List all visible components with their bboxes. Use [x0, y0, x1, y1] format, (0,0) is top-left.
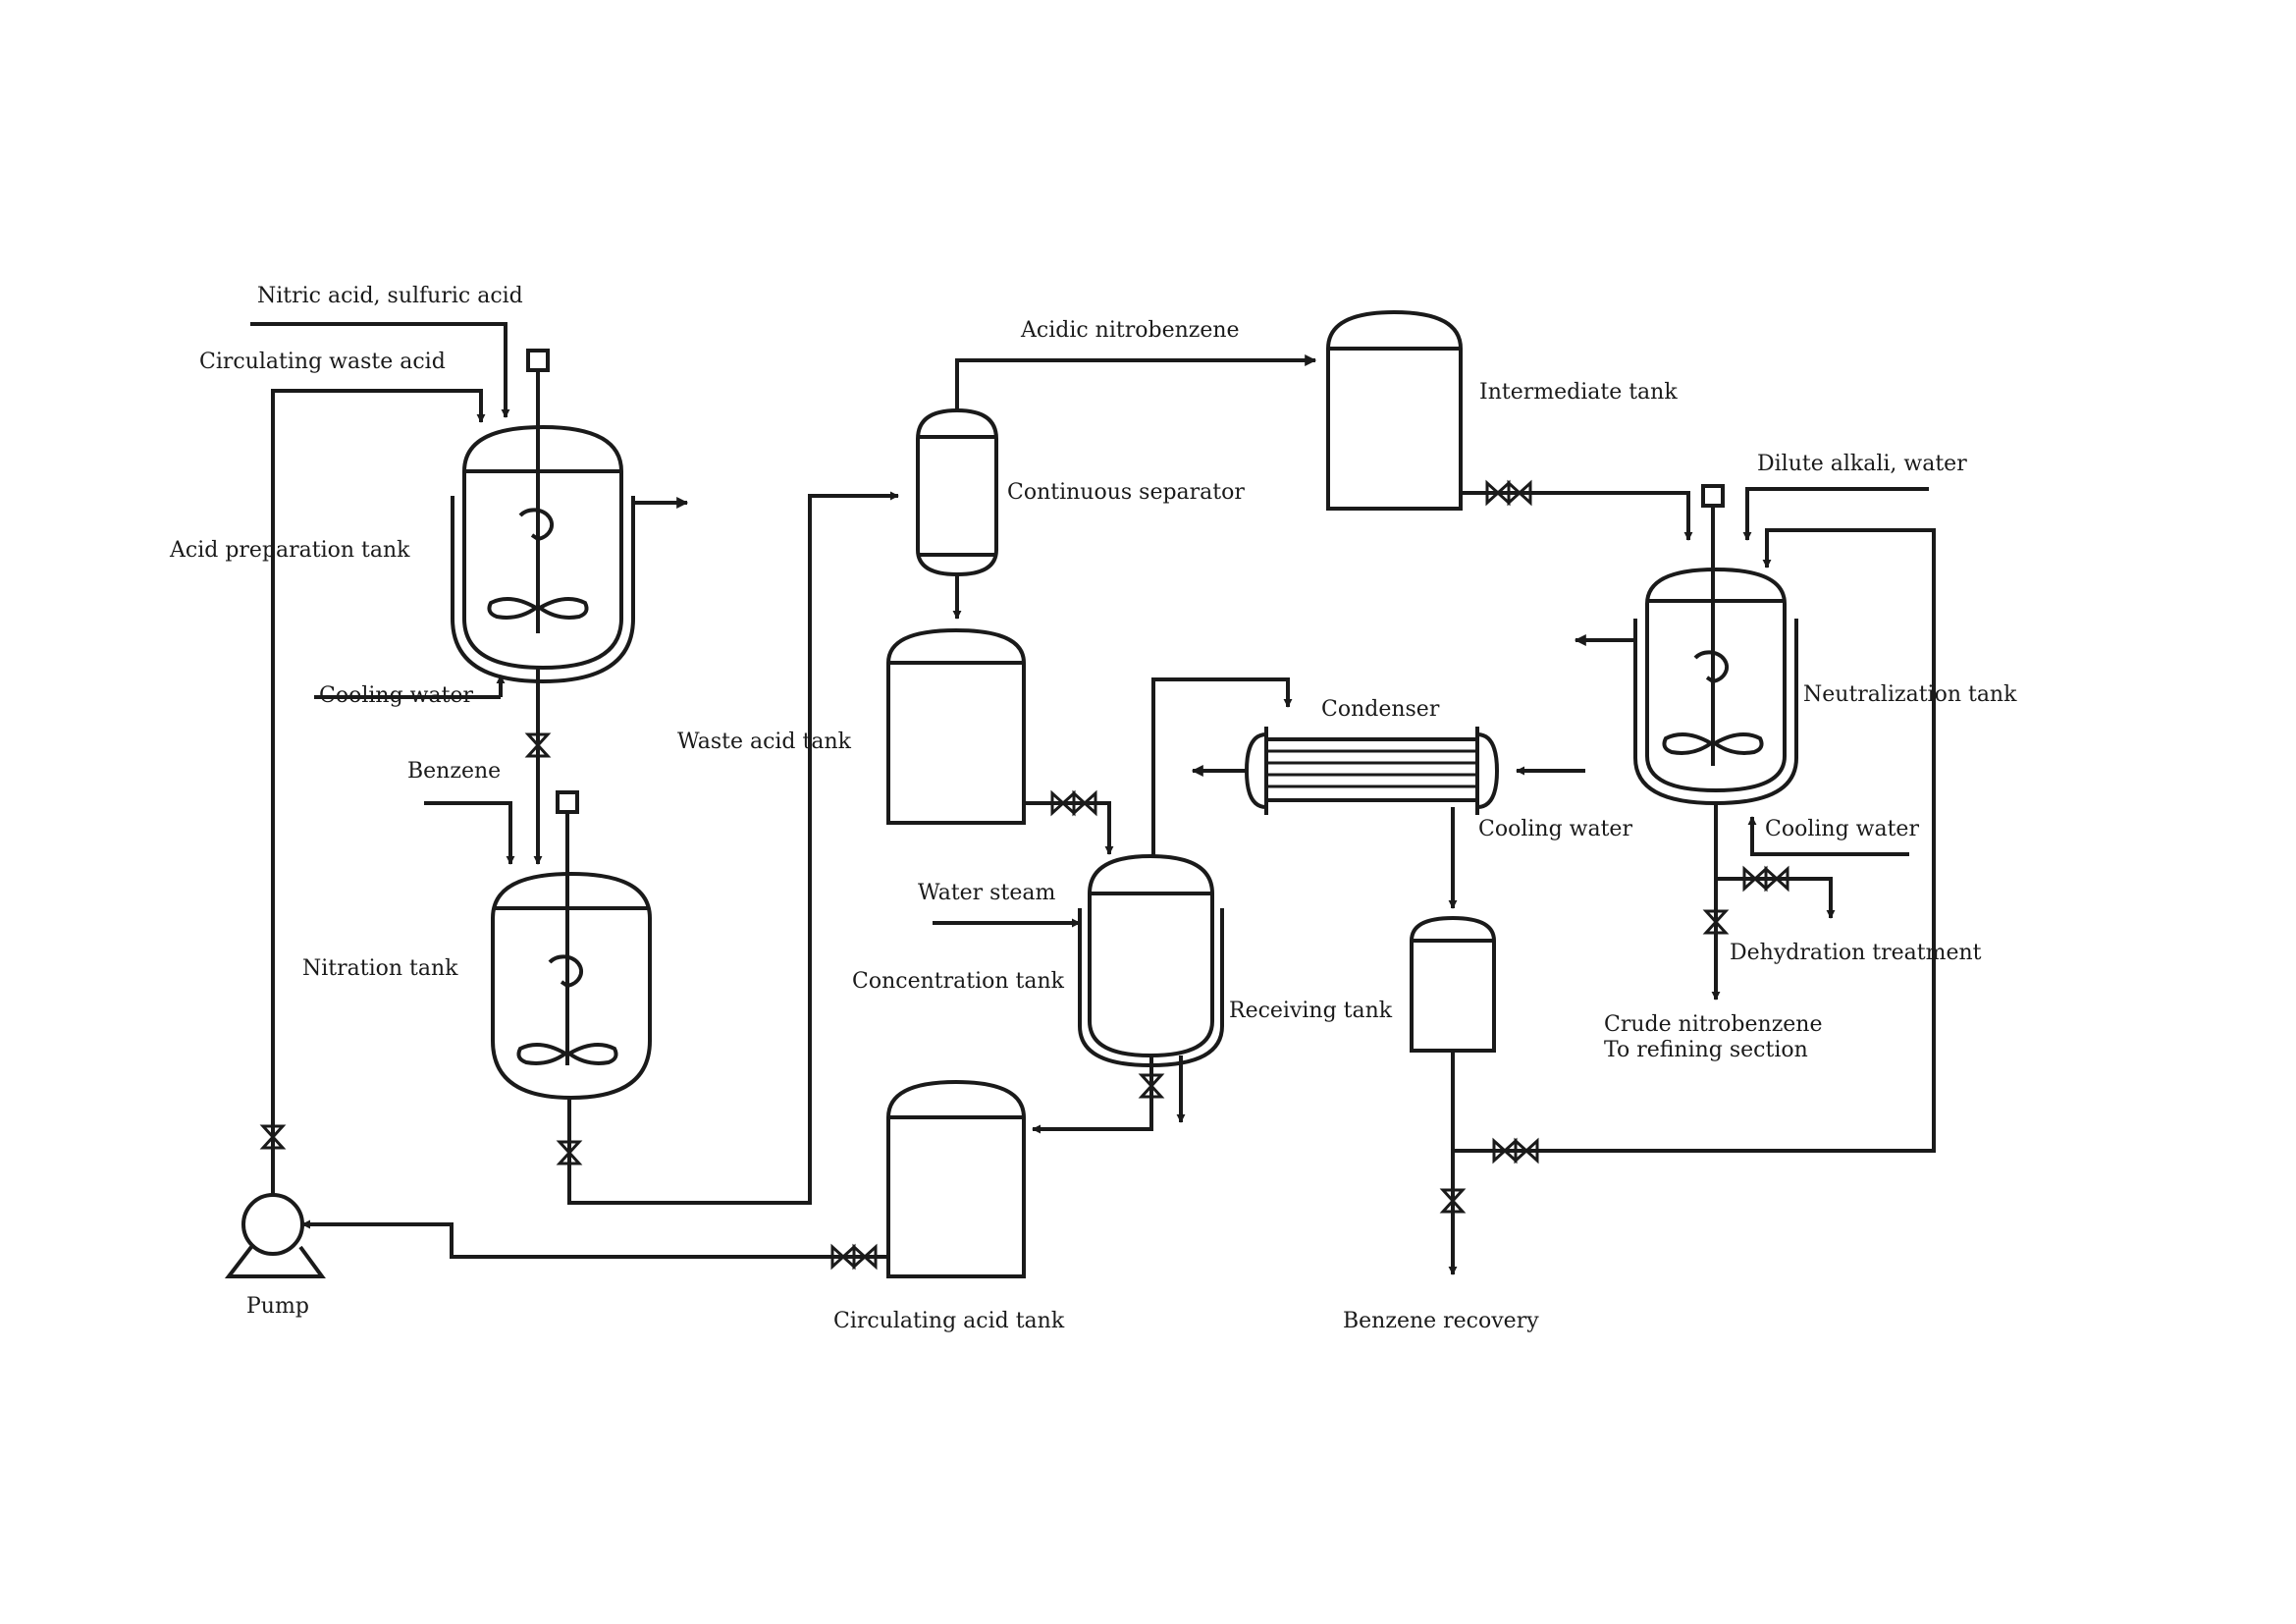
label-waste-acid-tank: Waste acid tank: [677, 730, 851, 754]
receiving-tank: [1410, 528, 1936, 1275]
label-pump: Pump: [246, 1294, 309, 1319]
label-water-steam: Water steam: [918, 881, 1056, 905]
label-dilute-alkali-water: Dilute alkali, water: [1757, 452, 1967, 476]
label-acidic-nitrobenzene: Acidic nitrobenzene: [1021, 318, 1240, 343]
label-circulating-waste-acid: Circulating waste acid: [199, 350, 446, 374]
nitration-to-separator-line: [556, 491, 899, 1205]
concentration-tank: [933, 677, 1293, 1134]
label-condenser: Condenser: [1321, 697, 1440, 722]
label-circulating-acid-tank: Circulating acid tank: [833, 1309, 1065, 1333]
label-neutralization-tank: Neutralization tank: [1803, 682, 2017, 707]
circulating-acid-tank: [301, 1079, 1026, 1278]
intermediate-tank: [1326, 309, 1693, 541]
nitration-tank: [491, 790, 652, 1101]
label-cooling-water-1: Cooling water: [319, 683, 473, 708]
pump: [224, 1193, 326, 1278]
label-intermediate-tank: Intermediate tank: [1479, 380, 1678, 405]
acid-to-nitration-line: [424, 668, 552, 865]
label-nitric-sulfuric: Nitric acid, sulfuric acid: [257, 284, 523, 308]
label-concentration-tank: Concentration tank: [852, 969, 1064, 994]
label-to-refining-section: To refining section: [1604, 1038, 1808, 1062]
label-nitration-tank: Nitration tank: [302, 956, 458, 981]
label-crude-nitrobenzene: Crude nitrobenzene: [1604, 1012, 1823, 1037]
label-cooling-water-3: Cooling water: [1765, 817, 1919, 841]
neutralization-tank: [1574, 484, 1929, 1001]
label-benzene-recovery: Benzene recovery: [1343, 1309, 1539, 1333]
label-receiving-tank: Receiving tank: [1229, 999, 1393, 1023]
condenser: [1191, 727, 1585, 909]
label-continuous-separator: Continuous separator: [1007, 480, 1245, 505]
continuous-separator: [916, 354, 1317, 620]
pump-return-line: [259, 389, 481, 1195]
label-cooling-water-2: Cooling water: [1478, 817, 1632, 841]
label-acid-preparation-tank: Acid preparation tank: [170, 538, 410, 563]
acid-preparation-tank: [451, 349, 689, 684]
label-benzene: Benzene: [407, 759, 502, 784]
acid-prep-inputs: [250, 322, 510, 699]
label-dehydration-treatment: Dehydration treatment: [1730, 941, 1982, 965]
waste-acid-tank: [886, 627, 1114, 855]
